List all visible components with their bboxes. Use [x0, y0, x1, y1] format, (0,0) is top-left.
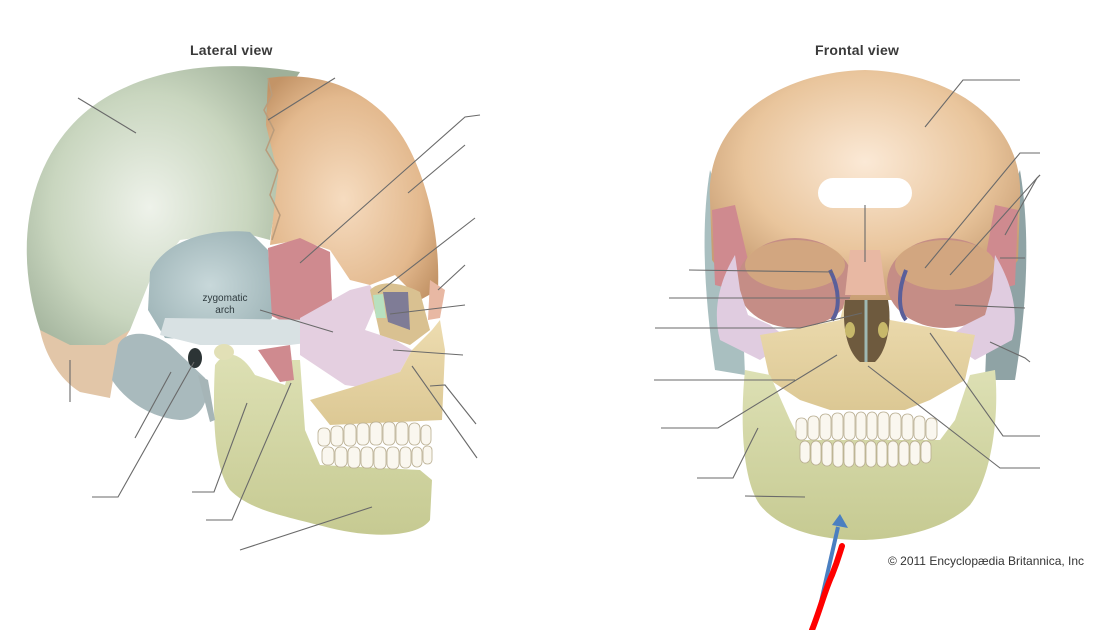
zygomatic-arch-label-line1: zygomatic — [202, 293, 248, 304]
frontal-leader-lines — [654, 79, 1041, 498]
copyright-notice: © 2011 Encyclopædia Britannica, Inc — [888, 554, 1085, 568]
lateral-leader-lines — [69, 77, 481, 551]
annotation-arrow — [809, 514, 848, 630]
zygomatic-arch-label: zygomatic arch — [195, 293, 255, 317]
frontal-skull — [704, 70, 1027, 540]
frontal-view-title: Frontal view — [815, 42, 900, 58]
lateral-view-title: Lateral view — [190, 42, 273, 58]
lateral-skull — [26, 66, 445, 535]
zygomatic-arch-label-line2: arch — [215, 305, 235, 316]
